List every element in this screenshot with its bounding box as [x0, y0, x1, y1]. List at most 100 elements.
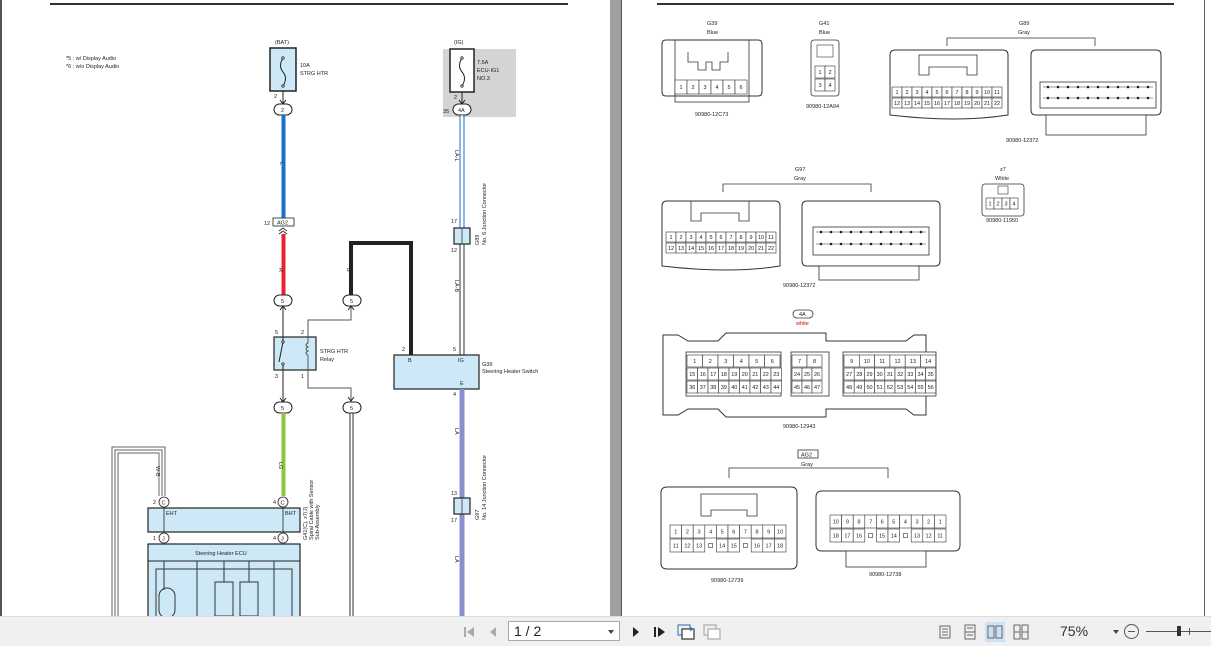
pin-number: 3 — [818, 83, 821, 89]
svg-text:(IG): (IG) — [454, 40, 464, 46]
pin-number: 53 — [897, 385, 903, 391]
previous-page-button[interactable] — [484, 623, 502, 641]
pin-number: 9 — [749, 235, 752, 241]
svg-text:5: 5 — [275, 330, 278, 336]
pin-number: 2 — [996, 202, 999, 208]
pin-number: 15 — [731, 544, 737, 550]
wire-r — [281, 234, 286, 295]
pin-number: 3 — [1004, 202, 1007, 208]
pin-number: 7 — [955, 90, 958, 96]
svg-text:4: 4 — [453, 392, 456, 398]
svg-text:ECU-IG1: ECU-IG1 — [477, 68, 499, 74]
pin-number: 21 — [752, 372, 758, 378]
terminal-dot — [1096, 85, 1100, 89]
two-page-view-button[interactable] — [985, 622, 1005, 642]
terminal-dot — [889, 230, 893, 234]
terminal-dot — [819, 242, 823, 246]
terminal-dot — [1116, 85, 1120, 89]
terminal-dot — [829, 230, 833, 234]
zoom-dropdown-icon[interactable] — [1113, 630, 1119, 634]
first-page-button[interactable] — [460, 623, 478, 641]
pin-cell — [824, 65, 836, 79]
svg-text:5: 5 — [281, 299, 284, 305]
svg-text:z7: z7 — [1000, 167, 1006, 173]
pin-number: 48 — [846, 385, 852, 391]
document-viewport[interactable]: *5 : w/ Display Audio *6 : w/o Display A… — [0, 0, 1211, 616]
pin-gap — [708, 543, 713, 548]
terminal-dot — [1106, 85, 1110, 89]
terminal-dot — [1146, 96, 1150, 100]
pin-cell — [887, 528, 900, 543]
pin-number: 9 — [767, 530, 770, 536]
terminal-dot — [849, 242, 853, 246]
svg-text:4A: 4A — [799, 312, 806, 318]
svg-text:BHT: BHT — [285, 511, 297, 517]
pin-number: 10 — [984, 90, 990, 96]
previous-view-button[interactable] — [677, 623, 695, 641]
pin-number: 18 — [777, 544, 783, 550]
two-page-continuous-view-button[interactable] — [1011, 622, 1031, 642]
pin-number: 54 — [907, 385, 913, 391]
pin-number: 37 — [700, 385, 706, 391]
next-page-button[interactable] — [627, 623, 645, 641]
terminal-dot — [1136, 96, 1140, 100]
pin-number: 12 — [894, 359, 900, 365]
pin-cell — [934, 514, 947, 529]
pin-number: 56 — [928, 385, 934, 391]
terminal-dot — [1106, 96, 1110, 100]
fuse-name: STRG HTR — [300, 71, 328, 77]
pin-cell — [774, 524, 787, 539]
pin-number: 4 — [709, 530, 712, 536]
terminal-dot — [899, 242, 903, 246]
terminal-dot — [839, 242, 843, 246]
wire-lg — [281, 413, 286, 496]
pin-number: 14 — [688, 246, 694, 252]
navigation-toolbar: 1 / 2 75% — [0, 616, 1211, 646]
terminal-dot — [859, 242, 863, 246]
svg-text:Gray: Gray — [794, 176, 806, 182]
pin-number: 19 — [731, 372, 737, 378]
svg-text:2: 2 — [454, 95, 457, 101]
zoom-out-icon[interactable] — [1124, 624, 1139, 639]
svg-text:2: 2 — [301, 330, 304, 336]
pin-cell — [765, 231, 777, 243]
svg-text:R: R — [277, 268, 283, 272]
svg-text:B: B — [408, 358, 412, 364]
pin-number: 22 — [994, 101, 1000, 107]
fuse-rating: 10A — [300, 63, 310, 69]
vertical-scrollbar[interactable] — [1204, 0, 1211, 616]
pin-number: 19 — [964, 101, 970, 107]
pin-cell — [925, 367, 937, 381]
wire-l — [281, 115, 286, 218]
page-number-select[interactable]: 1 / 2 — [508, 621, 620, 641]
svg-text:STRG HTR: STRG HTR — [320, 349, 348, 355]
svg-text:35: 35 — [443, 109, 449, 115]
pin-number: 5 — [709, 235, 712, 241]
pin-number: 50 — [866, 385, 872, 391]
pin-number: 13 — [678, 246, 684, 252]
single-page-icon — [939, 625, 951, 639]
next-view-button[interactable] — [703, 623, 721, 641]
terminal-dot — [1046, 85, 1050, 89]
svg-text:AG2: AG2 — [801, 453, 812, 459]
zoom-slider-thumb[interactable] — [1177, 626, 1181, 636]
terminal-dot — [869, 242, 873, 246]
svg-text:Blue: Blue — [707, 30, 718, 36]
pin-number: 18 — [954, 101, 960, 107]
pin-number: 16 — [708, 246, 714, 252]
continuous-view-button[interactable] — [960, 622, 980, 642]
svg-text:W-B: W-B — [154, 466, 160, 477]
pin-cell — [991, 97, 1003, 109]
svg-text:90980-11950: 90980-11950 — [986, 218, 1018, 224]
single-page-view-button[interactable] — [935, 622, 955, 642]
svg-text:L: L — [278, 162, 284, 165]
svg-text:5: 5 — [350, 299, 353, 305]
svg-text:Steering Heater ECU: Steering Heater ECU — [195, 551, 247, 557]
terminal-dot — [909, 230, 913, 234]
pin-number: 3 — [703, 85, 706, 91]
last-page-button[interactable] — [651, 623, 669, 641]
svg-text:No. 14 Junction Connector: No. 14 Junction Connector — [482, 455, 488, 520]
